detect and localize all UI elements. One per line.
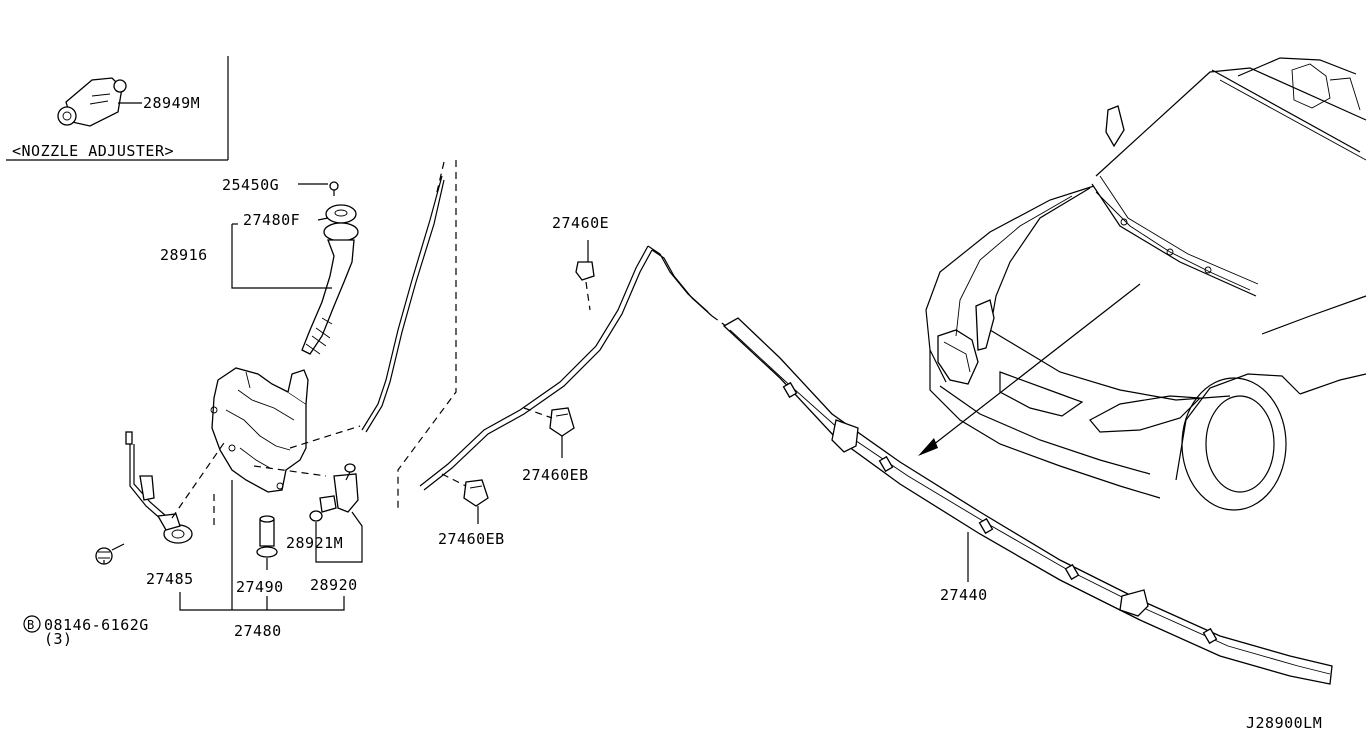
nozzle-adjuster-inset: 28949M <NOZZLE ADJUSTER>	[6, 56, 229, 161]
label-28920: 28920	[310, 576, 358, 594]
filler-neck-28916	[301, 222, 359, 355]
bolt-25450G	[329, 181, 339, 196]
washer-hose	[361, 160, 727, 512]
inset-caption: <NOZZLE ADJUSTER>	[12, 142, 174, 160]
clip-27460EB-low	[441, 473, 489, 524]
nozzle-adjuster-part	[57, 77, 127, 127]
cap-27480F	[325, 204, 357, 224]
bolt-symbol	[23, 615, 41, 633]
leader-27480F	[317, 217, 329, 221]
label-27460E: 27460E	[552, 214, 609, 232]
bolt-circle-letter: B	[27, 618, 35, 632]
label-27460EB-low: 27460EB	[438, 530, 505, 548]
label-27460EB-mid: 27460EB	[522, 466, 589, 484]
label-28949M: 28949M	[143, 94, 200, 112]
label-27490: 27490	[236, 578, 284, 596]
label-27480F: 27480F	[243, 211, 300, 229]
clip-27460EB-mid	[523, 407, 575, 458]
label-28921M: 28921M	[286, 534, 343, 552]
washer-tank	[210, 367, 309, 493]
leader-28920	[315, 511, 363, 563]
diagram-code: J28900LM	[1246, 714, 1322, 732]
location-arrowhead	[918, 438, 938, 456]
label-bolt-part: 08146-6162G	[44, 616, 149, 634]
clip-27460E	[575, 240, 595, 311]
label-27485: 27485	[146, 570, 194, 588]
grommet-27490	[256, 515, 278, 558]
leader-28916	[231, 224, 332, 289]
label-27440: 27440	[940, 586, 988, 604]
washer-tank-assembly: 25450G 27480F 28916	[23, 176, 363, 648]
location-arrow	[923, 283, 1141, 453]
pump-27485	[156, 513, 193, 544]
seal-28921M	[309, 510, 323, 522]
level-sensor-hose	[125, 431, 167, 521]
pump-28920	[319, 463, 359, 513]
label-27480: 27480	[234, 622, 282, 640]
leader-27480	[179, 592, 345, 611]
label-28916: 28916	[160, 246, 208, 264]
label-bolt-qty: (3)	[44, 630, 73, 648]
bolt-08146-6162G	[95, 543, 125, 565]
label-25450G: 25450G	[222, 176, 279, 194]
vehicle-outline	[925, 57, 1367, 511]
hose-shield-27440	[722, 317, 1333, 685]
